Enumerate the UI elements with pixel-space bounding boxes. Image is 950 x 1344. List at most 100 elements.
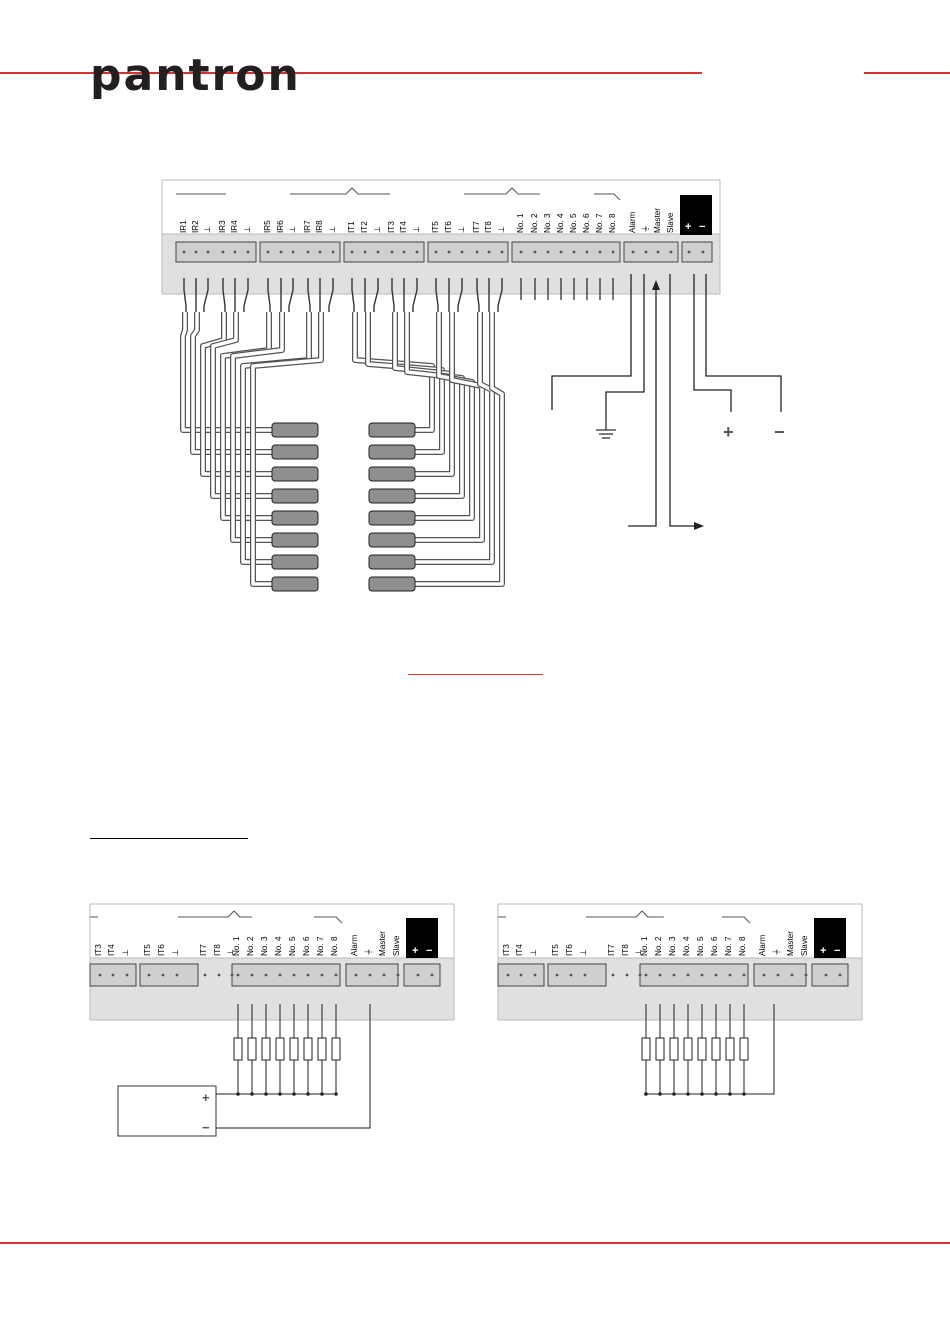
terminal-label-6: IT7 [607,944,616,956]
power-plus-label: + [723,422,734,442]
power-minus-label: − [774,422,785,442]
screw-terminal-6 [203,973,207,977]
connector-block-4 [403,963,441,987]
fanout-wire-17 [412,278,418,312]
terminal-label-15: No. 7 [724,936,733,956]
screw-terminal-33 [644,250,648,254]
screw-terminal-18 [434,250,438,254]
connector-block-1 [547,963,607,987]
screw-terminal-9 [236,973,240,977]
terminal-label-1: IT4 [107,944,116,956]
connector-block-2 [343,241,425,263]
terminal-label-16: No. 8 [330,936,339,956]
fanout-wire-8 [288,278,294,312]
screw-terminal-15 [728,973,732,977]
fanout-wire-21 [476,278,480,312]
terminal-label-13: IT2 [360,221,369,233]
screw-terminal-18 [368,973,372,977]
terminal-label-18: ⏚ [772,948,781,956]
terminal-label-3: IR3 [218,220,227,233]
screw-terminal-10 [250,973,254,977]
screw-terminal-0 [506,973,510,977]
terminal-label-1: IR2 [191,220,200,233]
resistor-6 [711,1037,721,1061]
terminal-label-9: No. 1 [640,936,649,956]
terminal-label-0: IT3 [502,944,511,956]
screw-terminal-0 [182,250,186,254]
screw-terminal-34 [656,250,660,254]
terminal-label-35: Slave [666,212,675,233]
receiver-sensor-4 [271,488,319,504]
screw-terminal-9 [644,973,648,977]
section-heading-underline [90,838,248,839]
transmitter-sensor-5 [368,510,416,526]
screw-terminal-10 [318,250,322,254]
screw-terminal-16 [742,973,746,977]
screw-terminal-5 [246,250,250,254]
screw-terminal-7 [217,973,221,977]
resistor-5 [697,1037,707,1061]
resistor-2 [247,1037,257,1061]
transmitter-sensor-8 [368,576,416,592]
header-rule-right [864,72,950,74]
terminal-label-18: ⏚ [364,948,373,956]
screw-terminal-7 [625,973,629,977]
wire-harness [180,278,505,587]
transmitter-sensor-1 [368,422,416,438]
connector-blocks [175,241,713,300]
screw-terminal-13 [700,973,704,977]
resistor-7 [317,1037,327,1061]
terminal-label-20: ⊥ [457,226,466,233]
sensor-array [271,422,416,592]
terminal-label-2: ⊥ [121,949,130,956]
terminal-label-2: ⊥ [529,949,538,956]
power-terminal-black [814,918,846,958]
terminal-label-12: No. 4 [274,936,283,956]
screw-terminal-35 [669,250,673,254]
screw-terminal-21 [824,973,828,977]
connector-block-2 [231,963,341,987]
screw-terminal-13 [292,973,296,977]
terminal-label-11: No. 3 [668,936,677,956]
terminal-label-10: No. 2 [246,936,255,956]
terminal-label-22: − [426,945,432,957]
screw-terminal-9 [306,250,310,254]
screw-terminal-11 [331,250,335,254]
screw-terminal-11 [264,973,268,977]
resistor-4 [683,1037,693,1061]
screw-terminal-20 [804,973,808,977]
terminal-label-18: IT5 [431,221,440,233]
terminal-label-11: ⊥ [328,226,337,233]
terminal-label-20: Slave [800,935,809,956]
terminal-label-13: No. 5 [696,936,705,956]
transmitter-sensor-4 [368,488,416,504]
terminal-label-8: ⊥ [634,949,643,956]
screw-terminal-8 [230,973,234,977]
connector-block-2 [639,963,749,987]
screw-terminal-21 [416,973,420,977]
resistor-2 [655,1037,665,1061]
resistor-1 [641,1037,651,1061]
screw-terminal-22 [487,250,491,254]
terminal-label-34: Master [653,208,662,233]
terminal-label-7: IT8 [621,944,630,956]
screw-terminal-20 [396,973,400,977]
terminal-label-16: IT4 [399,221,408,233]
screw-terminal-15 [390,250,394,254]
screw-terminal-24 [519,250,523,254]
screw-terminal-32 [631,250,635,254]
terminal-label-15: IT3 [387,221,396,233]
terminal-label-19: Master [786,931,795,956]
receiver-sensor-7 [271,554,319,570]
power-terminal-black [406,918,438,958]
screw-terminal-21 [475,250,479,254]
ground-icon [596,418,616,439]
screw-terminal-15 [320,973,324,977]
screw-terminal-12 [686,973,690,977]
resistor-6 [303,1037,313,1061]
resistor-8 [331,1037,341,1061]
terminal-label-7: IR6 [276,220,285,233]
terminal-label-5: ⊥ [243,226,252,233]
fanout-wire-23 [497,278,503,312]
